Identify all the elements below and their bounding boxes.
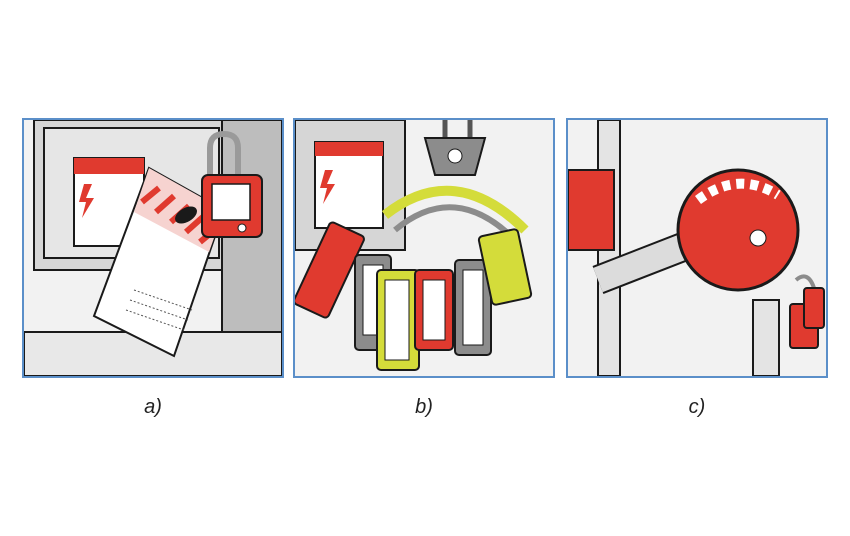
padlock-icon [295,221,533,371]
padlock-icon [789,274,825,349]
padlock-icon [201,130,263,238]
lockout-hasp-icon [381,137,529,243]
valve-lockout-icon [676,168,800,292]
caption-a: a) [144,396,162,418]
valve-lockout-illustration [568,120,826,376]
caption-c: c) [688,396,706,418]
panel-a-padlock-and-tag [22,118,284,378]
warning-label-icon [314,141,384,229]
panel-b-lockout-hasp [293,118,555,378]
panel-c-valve-lockout [566,118,828,378]
caption-b: b) [415,396,433,418]
warning-label-icon [73,157,145,247]
lockout-hasp-illustration [295,120,553,376]
padlock-tag-illustration [24,120,282,376]
